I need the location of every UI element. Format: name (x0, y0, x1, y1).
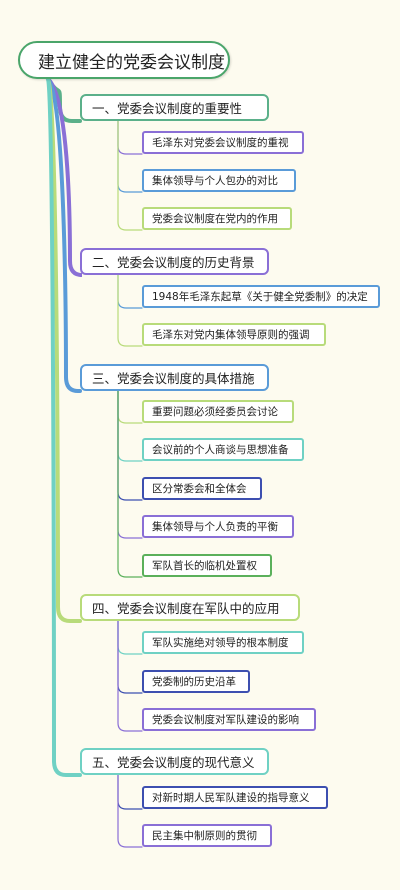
section-importance[interactable]: 一、党委会议制度的重要性 (80, 94, 269, 121)
section-connector (46, 77, 82, 623)
topic-connector (117, 620, 143, 694)
topic-connector (117, 120, 143, 231)
topic-connector (117, 390, 143, 578)
topic-party-committee-history[interactable]: 党委制的历史沿革 (142, 670, 250, 693)
topic-mao-emphasis[interactable]: 毛泽东对党委会议制度的重视 (142, 131, 304, 154)
root-topic[interactable]: 建立健全的党委会议制度 (18, 41, 230, 79)
topic-label: 区分常委会和全体会 (152, 483, 247, 495)
section-title: 三、党委会议制度的具体措施 (92, 371, 255, 386)
topic-label: 民主集中制原则的贯彻 (152, 830, 257, 842)
section-title: 五、党委会议制度的现代意义 (92, 755, 255, 770)
topic-label: 集体领导与个人包办的对比 (152, 175, 278, 187)
topic-label: 军队实施绝对领导的根本制度 (152, 637, 289, 649)
topic-1948-decision[interactable]: 1948年毛泽东起草《关于健全党委制》的决定 (142, 285, 380, 308)
topic-connector (117, 390, 143, 462)
topic-role-in-party[interactable]: 党委会议制度在党内的作用 (142, 207, 292, 230)
topic-label: 1948年毛泽东起草《关于健全党委制》的决定 (152, 291, 368, 303)
topic-connector (117, 620, 143, 655)
topic-collective-individual-balance[interactable]: 集体领导与个人负责的平衡 (142, 515, 294, 538)
topic-commander-discretion[interactable]: 军队首长的临机处置权 (142, 554, 272, 577)
section-history[interactable]: 二、党委会议制度的历史背景 (80, 248, 269, 275)
topic-connector (117, 774, 143, 810)
topic-impact-on-army[interactable]: 党委会议制度对军队建设的影响 (142, 708, 316, 731)
topic-connector (117, 120, 143, 193)
topic-label: 军队首长的临机处置权 (152, 560, 257, 572)
topic-collective-vs-individual[interactable]: 集体领导与个人包办的对比 (142, 169, 296, 192)
topic-standing-vs-plenary[interactable]: 区分常委会和全体会 (142, 477, 262, 500)
topic-absolute-leadership[interactable]: 军队实施绝对领导的根本制度 (142, 631, 304, 654)
topic-label: 毛泽东对党内集体领导原则的强调 (152, 329, 310, 341)
topic-pre-meeting-talks[interactable]: 会议前的个人商谈与思想准备 (142, 438, 304, 461)
topic-connector (117, 620, 143, 732)
topic-connector (117, 274, 143, 347)
topic-democratic-centralism[interactable]: 民主集中制原则的贯彻 (142, 824, 272, 847)
topic-connector (117, 774, 143, 848)
topic-committee-discussion[interactable]: 重要问题必须经委员会讨论 (142, 400, 294, 423)
topic-connector (117, 390, 143, 424)
topic-label: 党委会议制度在党内的作用 (152, 213, 278, 225)
section-title: 一、党委会议制度的重要性 (92, 101, 243, 116)
section-modern-significance[interactable]: 五、党委会议制度的现代意义 (80, 748, 269, 775)
section-connector (46, 77, 82, 777)
root-title: 建立健全的党委会议制度 (38, 52, 225, 73)
topic-label: 对新时期人民军队建设的指导意义 (152, 792, 310, 804)
topic-connector (117, 120, 143, 155)
topic-label: 会议前的个人商谈与思想准备 (152, 444, 289, 456)
topic-label: 党委会议制度对军队建设的影响 (152, 714, 299, 726)
topic-connector (117, 274, 143, 309)
topic-collective-leadership-principle[interactable]: 毛泽东对党内集体领导原则的强调 (142, 323, 326, 346)
topic-connector (117, 390, 143, 539)
topic-label: 毛泽东对党委会议制度的重视 (152, 137, 289, 149)
section-title: 二、党委会议制度的历史背景 (92, 255, 255, 270)
section-title: 四、党委会议制度在军队中的应用 (92, 601, 280, 616)
section-connector (46, 77, 83, 277)
section-measures[interactable]: 三、党委会议制度的具体措施 (80, 364, 269, 391)
topic-new-era-guidance[interactable]: 对新时期人民军队建设的指导意义 (142, 786, 328, 809)
topic-label: 党委制的历史沿革 (152, 676, 236, 688)
topic-label: 重要问题必须经委员会讨论 (152, 406, 278, 418)
topic-label: 集体领导与个人负责的平衡 (152, 521, 278, 533)
section-connector (46, 77, 82, 393)
section-military-application[interactable]: 四、党委会议制度在军队中的应用 (80, 594, 300, 621)
topic-connector (117, 390, 143, 501)
